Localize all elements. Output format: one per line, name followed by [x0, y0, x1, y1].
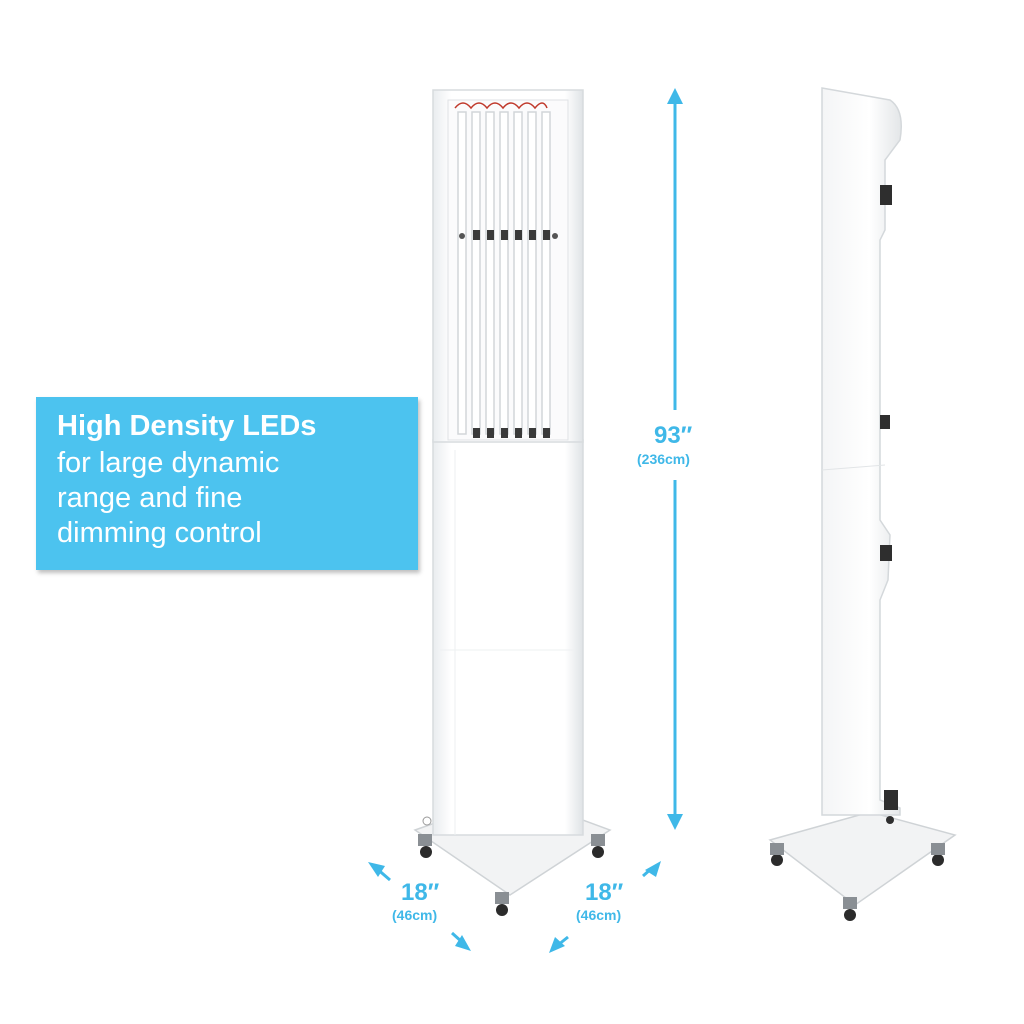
height-value: 93″ [654, 422, 693, 449]
width-arrow-right [549, 861, 661, 953]
height-metric: (236cm) [637, 451, 690, 467]
callout-box [36, 397, 418, 570]
callout-line-3: dimming control [57, 517, 262, 549]
callout-line-2: range and fine [57, 482, 243, 514]
width-arrow-left [368, 862, 471, 951]
width-right-value: 18″ [585, 879, 624, 906]
callout-corner [380, 397, 418, 435]
width-right-metric: (46cm) [576, 907, 622, 923]
width-left-metric: (46cm) [392, 907, 438, 923]
side-tower [768, 87, 957, 921]
width-left-value: 18″ [401, 879, 440, 906]
callout-title: High Density LEDs [57, 410, 317, 442]
front-tower [413, 89, 612, 916]
height-arrow [667, 88, 683, 830]
led-tubes [457, 111, 551, 435]
callout-line-1: for large dynamic [57, 447, 280, 479]
